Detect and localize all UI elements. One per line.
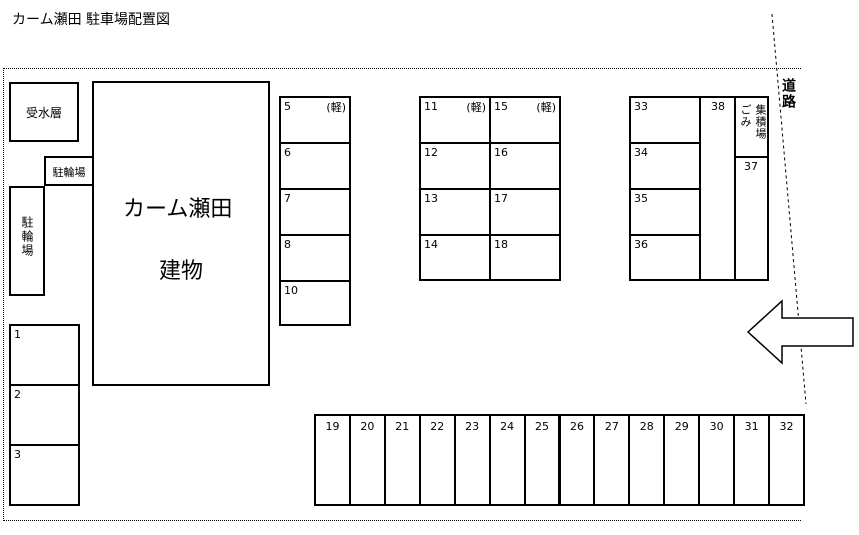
kei-mark: (軽) bbox=[536, 101, 556, 114]
garbage-area: ごみ 集積場 bbox=[734, 96, 769, 158]
parking-space-29: 29 bbox=[663, 414, 701, 506]
parking-space-32: 32 bbox=[768, 414, 805, 506]
space-number: 3 bbox=[14, 448, 21, 461]
space-number: 2 bbox=[14, 388, 21, 401]
space-number: 16 bbox=[494, 146, 508, 159]
space-number: 7 bbox=[284, 192, 291, 205]
space-number: 30 bbox=[709, 420, 724, 433]
space-number: 29 bbox=[674, 420, 689, 433]
water-tank: 受水層 bbox=[9, 82, 79, 142]
parking-space-8: 8 bbox=[279, 234, 351, 282]
space-number: 6 bbox=[284, 146, 291, 159]
parking-space-10: 10 bbox=[279, 280, 351, 326]
parking-space-25: 25 bbox=[523, 414, 561, 506]
parking-space-33: 33 bbox=[629, 96, 701, 144]
space-number: 8 bbox=[284, 238, 291, 251]
parking-space-19: 19 bbox=[314, 414, 351, 506]
space-number: 26 bbox=[569, 420, 584, 433]
parking-space-34: 34 bbox=[629, 142, 701, 190]
building-name: カーム瀬田 bbox=[123, 197, 233, 222]
parking-space-22: 22 bbox=[418, 414, 456, 506]
parking-space-2: 2 bbox=[9, 384, 80, 446]
space-number: 22 bbox=[430, 420, 445, 433]
parking-space-3: 3 bbox=[9, 444, 80, 506]
parking-space-30: 30 bbox=[698, 414, 736, 506]
bottom-parking-row: 19 20 21 22 23 24 25 26 27 28 29 30 31 32 bbox=[314, 414, 805, 506]
space-number: 15 bbox=[494, 100, 508, 113]
space-number: 20 bbox=[360, 420, 375, 433]
road-label: 道路 bbox=[780, 78, 796, 110]
parking-space-28: 28 bbox=[628, 414, 666, 506]
building: カーム瀬田 建物 bbox=[92, 81, 270, 386]
parking-space-21: 21 bbox=[383, 414, 421, 506]
arrow-left-icon bbox=[746, 299, 854, 365]
space-number: 17 bbox=[494, 192, 508, 205]
parking-space-6: 6 bbox=[279, 142, 351, 190]
parking-space-16: 16 bbox=[489, 142, 561, 190]
parking-space-31: 31 bbox=[733, 414, 771, 506]
space-number: 10 bbox=[284, 284, 298, 297]
water-tank-label: 受水層 bbox=[25, 106, 62, 120]
space-number: 1 bbox=[14, 328, 21, 341]
bike-parking-vertical: 駐輪場 bbox=[9, 186, 45, 296]
building-label: 建物 bbox=[159, 259, 204, 284]
parking-space-17: 17 bbox=[489, 188, 561, 236]
parking-space-11: 11 (軽) bbox=[419, 96, 491, 144]
space-number: 23 bbox=[465, 420, 480, 433]
space-number: 11 bbox=[424, 100, 438, 113]
space-number: 31 bbox=[744, 420, 759, 433]
space-number: 34 bbox=[634, 146, 648, 159]
parking-space-5: 5 (軽) bbox=[279, 96, 351, 144]
parking-space-37: 37 bbox=[734, 156, 769, 281]
kei-mark: (軽) bbox=[466, 101, 486, 114]
space-number: 12 bbox=[424, 146, 438, 159]
parking-space-13: 13 bbox=[419, 188, 491, 236]
parking-space-20: 20 bbox=[348, 414, 386, 506]
space-number: 14 bbox=[424, 238, 438, 251]
space-number: 13 bbox=[424, 192, 438, 205]
garbage-label-line2: 集積場 bbox=[754, 104, 767, 140]
parking-space-26: 26 bbox=[558, 414, 596, 506]
space-number: 37 bbox=[744, 160, 758, 173]
parking-space-12: 12 bbox=[419, 142, 491, 190]
bike-parking-horizontal: 駐輪場 bbox=[44, 156, 94, 186]
page-title: カーム瀬田 駐車場配置図 bbox=[12, 12, 171, 28]
parking-space-14: 14 bbox=[419, 234, 491, 281]
bike-parking-vertical-label: 駐輪場 bbox=[20, 216, 34, 258]
kei-mark: (軽) bbox=[326, 101, 346, 114]
space-number: 38 bbox=[711, 100, 725, 113]
space-number: 24 bbox=[500, 420, 515, 433]
space-number: 25 bbox=[535, 420, 550, 433]
space-number: 19 bbox=[325, 420, 340, 433]
parking-space-35: 35 bbox=[629, 188, 701, 236]
space-number: 36 bbox=[634, 238, 648, 251]
parking-space-15: 15 (軽) bbox=[489, 96, 561, 144]
lot-boundary bbox=[3, 68, 801, 521]
parking-space-27: 27 bbox=[593, 414, 631, 506]
space-number: 35 bbox=[634, 192, 648, 205]
bike-parking-label: 駐輪場 bbox=[52, 166, 86, 179]
parking-space-1: 1 bbox=[9, 324, 80, 386]
space-number: 27 bbox=[604, 420, 619, 433]
space-number: 28 bbox=[639, 420, 654, 433]
parking-space-36: 36 bbox=[629, 234, 701, 281]
space-number: 32 bbox=[779, 420, 794, 433]
parking-space-24: 24 bbox=[488, 414, 526, 506]
parking-space-18: 18 bbox=[489, 234, 561, 281]
parking-space-38: 38 bbox=[699, 96, 736, 281]
space-number: 5 bbox=[284, 100, 291, 113]
garbage-label-line1: ごみ bbox=[739, 104, 752, 128]
parking-space-23: 23 bbox=[453, 414, 491, 506]
space-number: 21 bbox=[395, 420, 410, 433]
space-number: 33 bbox=[634, 100, 648, 113]
parking-space-7: 7 bbox=[279, 188, 351, 236]
space-number: 18 bbox=[494, 238, 508, 251]
